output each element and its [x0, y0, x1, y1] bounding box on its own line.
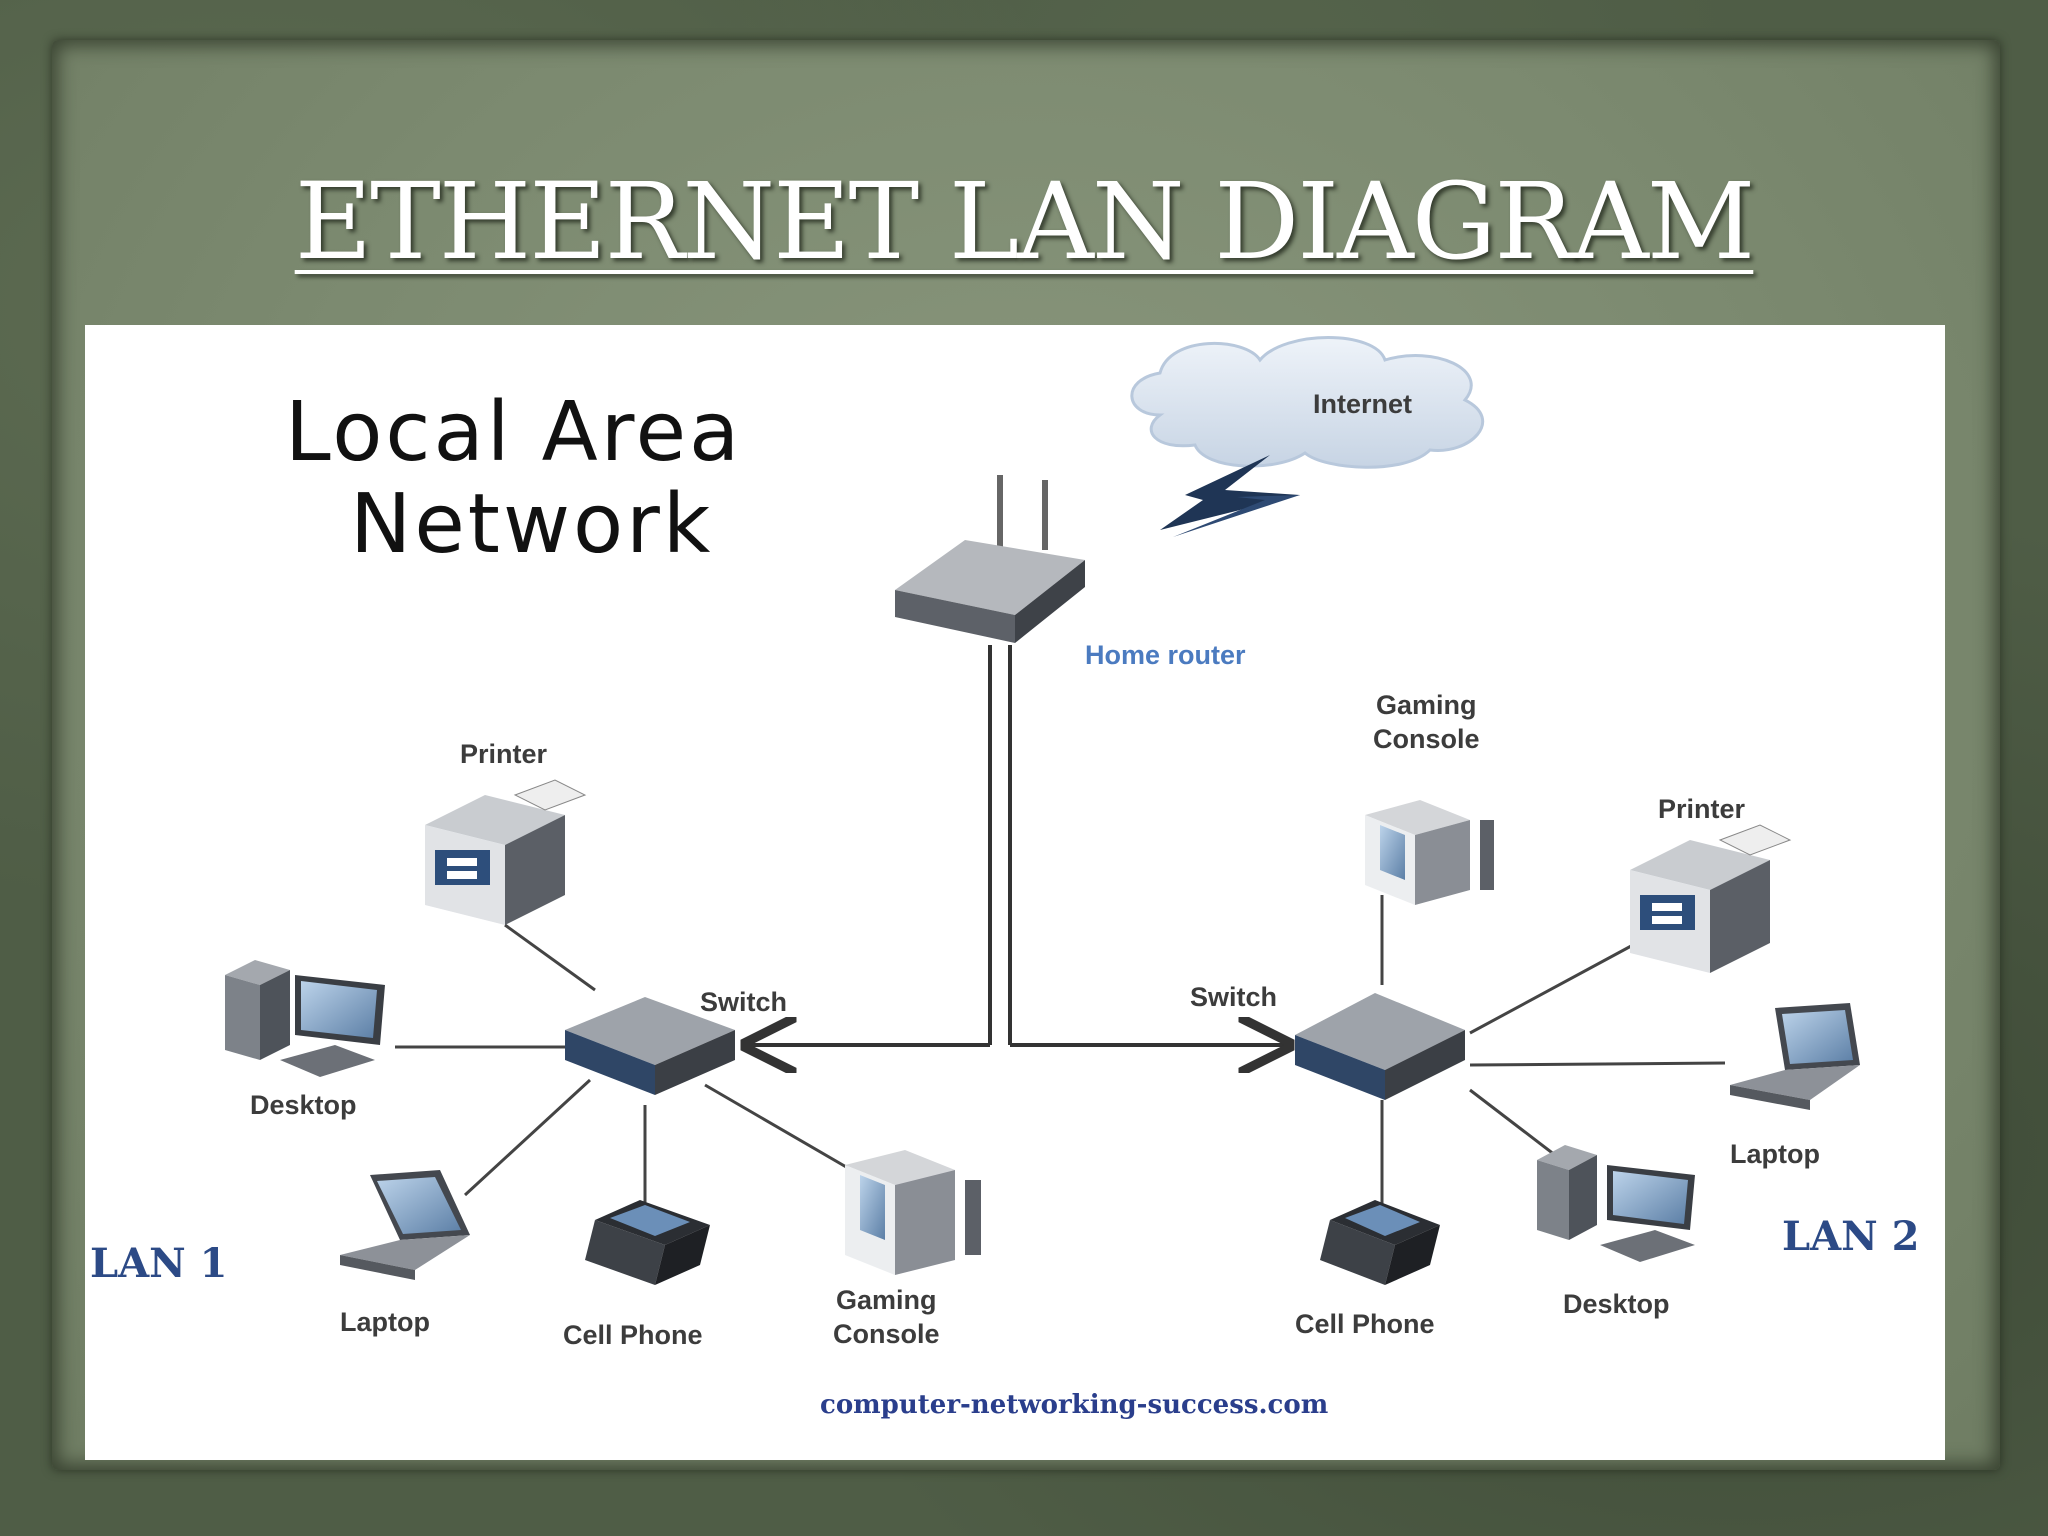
- slide-title: ETHERNET LAN DIAGRAM: [294, 160, 1756, 283]
- lan2-gaming-console-icon: [1365, 800, 1494, 905]
- lan2-laptop-label: Laptop: [1730, 1139, 1820, 1169]
- lan1-cell-phone-icon: [585, 1200, 710, 1285]
- lan1-switch-label: Switch: [700, 987, 788, 1017]
- lan2-laptop-icon: [1730, 1003, 1860, 1110]
- lan1-name: LAN 1: [90, 1240, 228, 1287]
- lan1-gaming-console-icon: [845, 1150, 981, 1275]
- lan2-printer-icon: [1630, 824, 1792, 973]
- lan-diagram: Local Area Network Internet Home router …: [85, 325, 1945, 1460]
- lan2-printer-label: Printer: [1658, 794, 1746, 824]
- lan1-printer-icon: [425, 779, 587, 925]
- lan1-desktop-icon: [225, 960, 385, 1077]
- lan1-gaming-console-label: Gaming Console: [833, 1283, 940, 1351]
- lan2-switch-icon: [1295, 993, 1465, 1100]
- wireless-link-icon: [1160, 455, 1300, 537]
- lan2-console-label-line-1: Gaming: [1376, 690, 1477, 720]
- internet-label: Internet: [1313, 389, 1413, 419]
- lan1-desktop-label: Desktop: [250, 1090, 357, 1120]
- lan1-laptop-icon: [340, 1170, 470, 1280]
- lan1-console-label-line-2: Console: [833, 1319, 940, 1349]
- lan1-printer-label: Printer: [460, 739, 548, 769]
- lan2-gaming-console-label: Gaming Console: [1373, 688, 1480, 756]
- lan1-links: [395, 923, 861, 1205]
- heading-line-2: Network: [350, 477, 714, 572]
- lan1-console-label-line-1: Gaming: [836, 1285, 937, 1315]
- lan1-switch-icon: [565, 997, 735, 1095]
- diagram-heading: Local Area Network: [285, 387, 742, 571]
- lan2-name: LAN 2: [1782, 1213, 1920, 1260]
- lan1-cell-phone-label: Cell Phone: [563, 1320, 703, 1350]
- router-label: Home router: [1085, 640, 1246, 670]
- diagram-graphics: [225, 336, 1860, 1285]
- lan2-console-label-line-2: Console: [1373, 724, 1480, 754]
- home-router-icon: [895, 475, 1085, 643]
- lan2-desktop-label: Desktop: [1563, 1289, 1670, 1319]
- lan2-links: [1380, 895, 1726, 1205]
- lan2-switch-label: Switch: [1190, 982, 1278, 1012]
- source-credit: computer-networking-success.com: [820, 1390, 1329, 1420]
- lan2-cell-phone-icon: [1320, 1200, 1440, 1285]
- lan1-laptop-label: Laptop: [340, 1307, 430, 1337]
- lan2-desktop-icon: [1537, 1145, 1695, 1262]
- lan2-cell-phone-label: Cell Phone: [1295, 1309, 1435, 1339]
- internet-cloud-icon: [1130, 336, 1485, 469]
- router-uplinks: [745, 645, 1290, 1045]
- heading-line-1: Local Area: [285, 385, 743, 480]
